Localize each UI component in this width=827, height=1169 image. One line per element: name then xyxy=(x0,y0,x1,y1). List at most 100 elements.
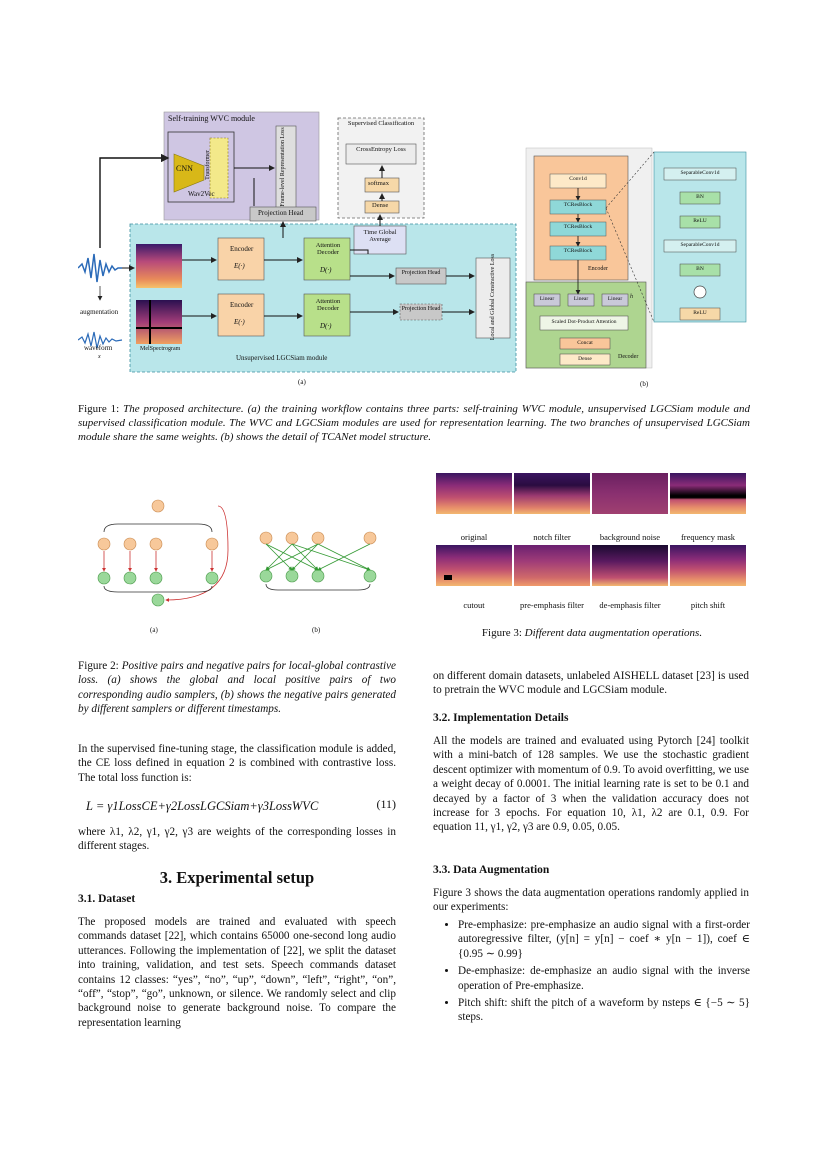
bullet-pitch-shift: Pitch shift: shift the pitch of a wavefo… xyxy=(458,996,750,1025)
equation-number: (11) xyxy=(376,797,396,811)
fig1b-sub: (b) xyxy=(640,380,649,388)
augmentation-list: Pre-emphasize: pre-emphasize an audio si… xyxy=(436,918,750,1028)
detail-relu1 xyxy=(679,215,721,229)
encoder-2-fn: E(·) xyxy=(234,318,245,326)
detail-relu2 xyxy=(679,307,721,321)
aug-image-background-noise xyxy=(592,473,668,514)
decoder-1-fn: D(·) xyxy=(320,266,332,274)
waveform-sub: x xyxy=(98,354,101,360)
figure-1-caption: Figure 1: The proposed architecture. (a)… xyxy=(78,402,750,445)
tcan-scaled xyxy=(539,315,629,331)
aug-label-background-noise: background noise xyxy=(599,532,661,542)
encoder-1-fn: E(·) xyxy=(234,262,245,270)
bullet-pre-emphasize: Pre-emphasize: pre-emphasize an audio si… xyxy=(458,918,750,961)
detail-sep2 xyxy=(663,239,737,253)
spectrogram-1 xyxy=(136,244,182,288)
tcan-linear2-label: Linear xyxy=(573,296,589,302)
aug-label-cutout: cutout xyxy=(463,600,485,610)
tcan-block2-label: TCResBlock xyxy=(563,224,593,230)
cross-entropy-box xyxy=(345,143,417,165)
decoder-2-label: Attention Decoder xyxy=(315,298,341,312)
detail-bn2-label: BN xyxy=(696,266,704,272)
figure-3: original notch filter background noise f… xyxy=(436,473,748,613)
right-para-2: Figure 3 shows the data augmentation ope… xyxy=(433,887,749,914)
tcan-conv1d-label: Conv1d xyxy=(569,176,587,182)
tcan-linear-1 xyxy=(533,293,561,307)
aug-image-notch xyxy=(514,473,590,514)
detail-bn2 xyxy=(679,263,721,277)
tcan-encoder-label: Encoder xyxy=(588,266,608,272)
detail-sep1 xyxy=(663,167,737,181)
tcan-concat-label: Concat xyxy=(577,340,593,346)
detail-bn1 xyxy=(679,191,721,205)
bullet-de-emphasize: De-emphasize: de-emphasize an audio sign… xyxy=(458,964,750,993)
aug-label-de-emphasis: de-emphasis filter xyxy=(599,600,661,610)
figure-2-caption: Figure 2: Positive pairs and negative pa… xyxy=(78,659,396,717)
waveform-label: waveform xyxy=(84,344,113,352)
local-global-label: Local and Global Constractive Loss xyxy=(490,253,496,341)
aug-label-frequency-mask: frequency mask xyxy=(680,532,736,542)
subsection-3-1: 3.1. Dataset xyxy=(78,893,136,905)
subsection-3-3: 3.3. Data Augmentation xyxy=(433,864,550,876)
encoder-2-label: Encoder xyxy=(230,301,254,309)
tcan-h-label: h xyxy=(630,294,633,300)
encoder-box-2 xyxy=(217,293,265,337)
aug-label-pre-emphasis: pre-emphasis filter xyxy=(520,600,584,610)
unsup-label: Unsupervised LGCSiam module xyxy=(236,354,328,362)
frame-level-label: Frame-level Representation Loss xyxy=(280,127,286,207)
time-global-box xyxy=(353,225,407,255)
cross-entropy-label: CrossEntropy Loss xyxy=(356,146,406,153)
aug-label-original: original xyxy=(460,532,488,542)
proj-head-2-label: Projection Head xyxy=(401,306,441,312)
detail-sum xyxy=(693,285,707,299)
tcan-concat xyxy=(559,337,611,350)
detail-relu1-label: ReLU xyxy=(693,218,707,224)
aug-image-pitch-shift xyxy=(670,545,746,586)
tcan-scaled-label: Scaled Dot-Product Attention xyxy=(551,319,617,325)
proj-head-top-label: Projection Head xyxy=(258,209,304,217)
transformer-label: Transformer xyxy=(204,150,211,180)
cnn-shape xyxy=(173,153,205,193)
fig2b-sub: (b) xyxy=(312,626,321,634)
architecture-diagram xyxy=(78,111,747,373)
aug-label-notch: notch filter xyxy=(533,532,571,542)
waveform-2 xyxy=(78,331,123,349)
tcan-linear1-label: Linear xyxy=(539,296,555,302)
aug-image-frequency-mask xyxy=(670,473,746,514)
right-para-0: on different domain datasets, unlabeled … xyxy=(433,670,749,697)
wav2vec-box xyxy=(167,131,235,203)
tcan-linear-2 xyxy=(567,293,595,307)
tcan-block3-label: TCResBlock xyxy=(563,248,593,254)
subsection-3-2: 3.2. Implementation Details xyxy=(433,712,569,724)
decoder-box-1 xyxy=(303,237,351,281)
time-global-label: Time Global Average xyxy=(363,229,397,243)
decoder-box-2 xyxy=(303,293,351,337)
equation-text: L = γ1LossCE+γ2LossLGCSiam+γ3LossWVC xyxy=(86,799,319,813)
figure-1-caption-label: Figure 1: xyxy=(78,403,120,415)
melspec-label: MelSpectrogram xyxy=(140,346,181,352)
figure-2-caption-label: Figure 2: xyxy=(78,660,119,672)
spectrogram-2 xyxy=(136,300,182,344)
right-para-1: All the models are trained and evaluated… xyxy=(433,735,749,834)
figure-3-caption-label: Figure 3: xyxy=(481,627,522,639)
aug-image-cutout xyxy=(436,545,512,586)
detail-relu2-label: ReLU xyxy=(693,310,707,316)
aug-image-original xyxy=(436,473,512,514)
aug-image-pre-emphasis xyxy=(514,545,590,586)
figure-1-caption-text: The proposed architecture. (a) the train… xyxy=(78,403,750,444)
contrastive-pairs-diagram xyxy=(97,499,377,607)
decoder-2-fn: D(·) xyxy=(320,322,332,330)
left-para-2: where λ1, λ2, γ1, γ2, γ3 are weights of … xyxy=(78,826,396,853)
left-para-3: The proposed models are trained and eval… xyxy=(78,916,396,1029)
aug-image-de-emphasis xyxy=(592,545,668,586)
tcan-linear-3 xyxy=(601,293,629,307)
tcan-block1-label: TCResBlock xyxy=(563,202,593,208)
figure-2: (a) (b) xyxy=(78,470,398,640)
augmentation-label: augmentation xyxy=(80,308,119,316)
waveform-1 xyxy=(78,253,122,283)
left-para-1: In the supervised fine-tuning stage, the… xyxy=(78,743,396,784)
figure-1: Self-training WVC module CNN Transformer… xyxy=(78,108,750,388)
aug-label-pitch-shift: pitch shift xyxy=(690,600,726,610)
fig2a-sub: (a) xyxy=(150,626,158,634)
encoder-1-label: Encoder xyxy=(230,245,254,253)
